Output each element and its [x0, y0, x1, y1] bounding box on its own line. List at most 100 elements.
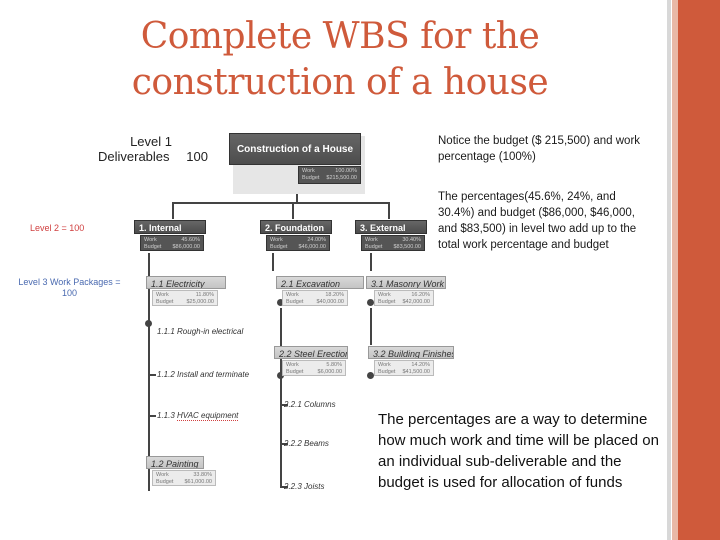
side-stripe-accent [678, 0, 720, 540]
expand-dot-icon[interactable] [367, 372, 374, 379]
connector-line [388, 202, 390, 219]
work-value: 45.60% [181, 237, 200, 243]
node-building-finishes[interactable]: 3.2 Building Finishes [368, 346, 454, 359]
connector-line [296, 188, 298, 202]
connector-line [148, 374, 156, 376]
connector-line [280, 308, 282, 488]
work-label: Work [286, 362, 299, 368]
budget-value: $25,000.00 [186, 299, 214, 305]
level-1-value: 100 [186, 149, 208, 164]
expand-dot-icon[interactable] [277, 299, 284, 306]
work-value: 5.80% [326, 362, 342, 368]
work-label: Work [156, 292, 169, 298]
level-1-title: Level 1 [130, 134, 172, 149]
leaf-install-and-terminate[interactable]: 1.1.2 Install and terminate [157, 370, 250, 379]
level-3-line-2: 100 [61, 288, 78, 298]
node-construction-of-a-house[interactable]: Construction of a House [229, 133, 361, 165]
level-2-label: Level 2 = 100 [30, 223, 85, 233]
leaf-beams[interactable]: 2.2.2 Beams [284, 439, 329, 448]
title-line-2: construction of a house [131, 62, 549, 103]
connector-line [280, 443, 288, 445]
connector-line [272, 253, 274, 271]
node-steel-info: Work 5.80% Budget $6,000.00 [282, 360, 346, 376]
leaf-columns[interactable]: 2.2.1 Columns [284, 400, 336, 409]
connector-line [280, 486, 288, 488]
level-3-label: Level 3 Work Packages = 100 [12, 277, 127, 299]
node-electricity-info: Work 11.80% Budget $25,000.00 [152, 290, 218, 306]
work-label: Work [378, 292, 391, 298]
work-value: 14.20% [411, 362, 430, 368]
connector-line [148, 253, 150, 421]
node-internal-info: Work 45.60% Budget $86,000.00 [140, 235, 204, 251]
slide-title: Complete WBS for the construction of a h… [40, 14, 640, 106]
budget-label: Budget [156, 299, 174, 305]
connector-line [280, 404, 288, 406]
connector-line [370, 253, 372, 271]
level-3-line-1: Level 3 Work Packages = [18, 277, 121, 287]
leaf-hvac-text: HVAC equipment [177, 411, 239, 421]
work-value: 30.40% [402, 237, 421, 243]
budget-label: Budget [378, 299, 396, 305]
work-value: 33.80% [193, 472, 212, 478]
node-steel-erection[interactable]: 2.2 Steel Erection [274, 346, 348, 359]
side-stripe-light [672, 0, 678, 540]
budget-label: Budget [286, 369, 304, 375]
level-1-label: Level 1 Deliverables 100 [98, 134, 208, 164]
budget-label: Budget [270, 244, 288, 250]
node-masonry-info: Work 16.20% Budget $42,000.00 [374, 290, 434, 306]
budget-label: Budget [286, 299, 304, 305]
budget-label: Budget [156, 479, 174, 485]
side-stripe-grey [667, 0, 671, 540]
leaf-rough-in-electrical[interactable]: 1.1.1 Rough-in electrical [157, 327, 244, 336]
purpose-note: The percentages are a way to determine h… [378, 411, 659, 491]
leaf-hvac-number: 1.1.3 [157, 411, 175, 420]
budget-label: Budget [302, 175, 320, 181]
work-label: Work [156, 472, 169, 478]
connector-line [370, 308, 372, 345]
node-masonry-work[interactable]: 3.1 Masonry Work [366, 276, 446, 289]
expand-dot-icon[interactable] [367, 299, 374, 306]
node-external-info: Work 30.40% Budget $83,500.00 [361, 235, 425, 251]
node-excavation[interactable]: 2.1 Excavation [276, 276, 364, 289]
node-foundation[interactable]: 2. Foundation [260, 220, 332, 234]
budget-value: $86,000.00 [172, 244, 200, 250]
budget-value: $41,500.00 [402, 369, 430, 375]
budget-label: Budget [365, 244, 383, 250]
leaf-hvac-equipment[interactable]: 1.1.3 HVAC equipment [157, 411, 239, 421]
node-painting[interactable]: 1.2 Painting [146, 456, 204, 469]
work-value: 24.00% [307, 237, 326, 243]
work-value: 100.00% [335, 168, 357, 174]
percent-note: The percentages(45.6%, 24%, and 30.4%) a… [438, 191, 637, 251]
expand-dot-icon[interactable] [277, 372, 284, 379]
leaf-joists[interactable]: 2.2.3 Joists [284, 482, 325, 491]
connector-line [172, 202, 390, 204]
budget-value: $215,500.00 [326, 175, 357, 181]
node-electricity[interactable]: 1.1 Electricity [146, 276, 226, 289]
budget-value: $42,000.00 [402, 299, 430, 305]
connector-line [172, 202, 174, 219]
budget-value: $40,000.00 [316, 299, 344, 305]
work-label: Work [270, 237, 283, 243]
budget-label: Budget [378, 369, 396, 375]
wbs-diagram: Level 1 Deliverables 100 Level 2 = 100 L… [0, 125, 454, 525]
expand-dot-icon[interactable] [145, 320, 152, 327]
connector-line [148, 415, 156, 417]
work-label: Work [365, 237, 378, 243]
node-internal[interactable]: 1. Internal [134, 220, 206, 234]
work-value: 18.20% [325, 292, 344, 298]
work-value: 11.80% [195, 292, 214, 298]
budget-label: Budget [144, 244, 162, 250]
work-label: Work [144, 237, 157, 243]
work-label: Work [286, 292, 299, 298]
work-value: 16.20% [411, 292, 430, 298]
budget-value: $6,000.00 [317, 369, 342, 375]
budget-note: Notice the budget ($ 215,500) and work p… [438, 135, 641, 163]
budget-value: $83,500.00 [393, 244, 421, 250]
level-1-deliverables: Deliverables [98, 149, 170, 164]
node-external[interactable]: 3. External [355, 220, 427, 234]
node-excavation-info: Work 18.20% Budget $40,000.00 [282, 290, 348, 306]
